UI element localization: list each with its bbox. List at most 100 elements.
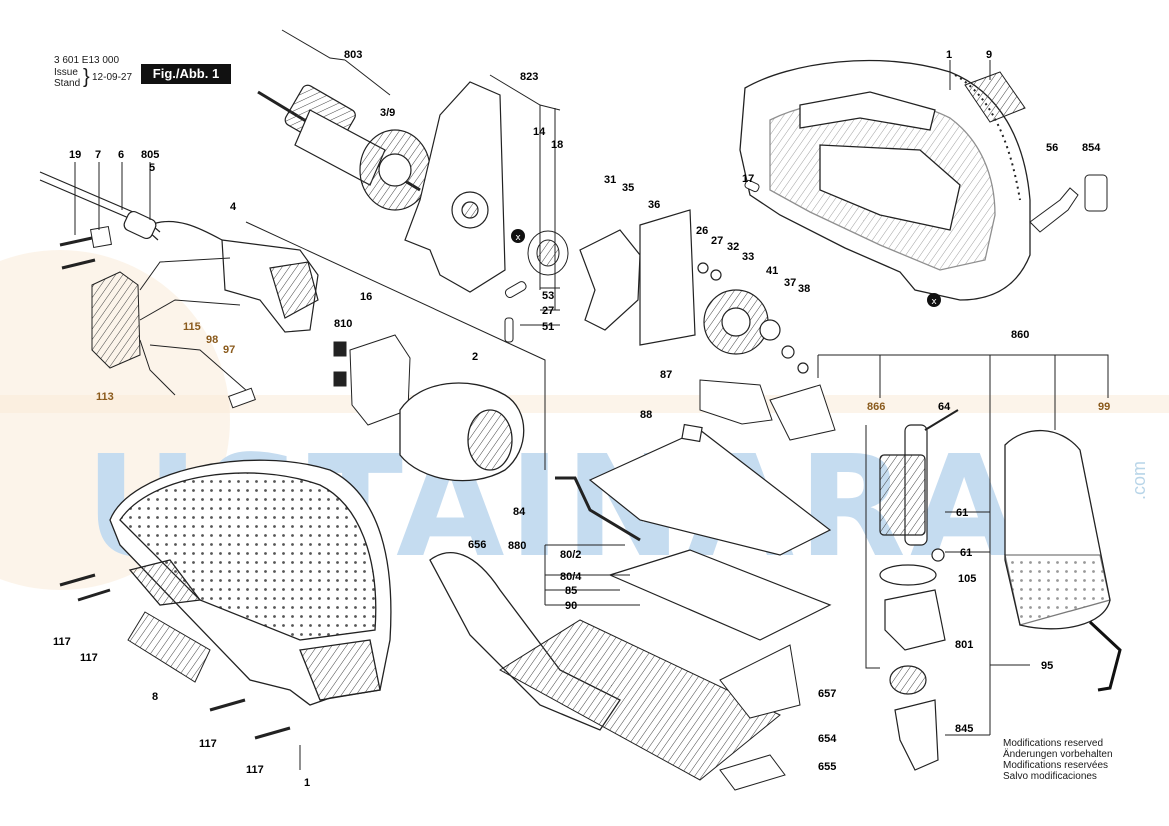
label-117-d: 117 xyxy=(246,764,264,776)
label-655: 655 xyxy=(818,761,836,773)
label-18: 18 xyxy=(551,139,563,151)
label-61-a: 61 xyxy=(956,507,968,519)
label-41: 41 xyxy=(766,265,778,277)
modifications-line-es: Salvo modificaciones xyxy=(1003,771,1097,782)
leader-lines xyxy=(74,29,1109,770)
wire-95 xyxy=(1088,620,1122,692)
label-36: 36 xyxy=(648,199,660,211)
modifications-note: Modifications reserved Änderungen vorbeh… xyxy=(1003,738,1113,782)
label-4: 4 xyxy=(230,201,237,213)
label-656: 656 xyxy=(468,539,486,551)
hex-key xyxy=(555,476,641,542)
label-657: 657 xyxy=(818,688,836,700)
svg-text:x: x xyxy=(515,233,521,243)
gear-group xyxy=(579,209,809,374)
electronics-board xyxy=(91,271,141,369)
label-26: 26 xyxy=(696,225,708,237)
label-53: 53 xyxy=(542,290,554,302)
issue-label: Issue xyxy=(54,67,78,78)
label-80-4: 80/4 xyxy=(560,571,582,583)
base-plate xyxy=(588,423,832,641)
label-3-9: 3/9 xyxy=(380,107,395,119)
label-64: 64 xyxy=(938,401,951,413)
switch-4 xyxy=(221,239,319,333)
sole-shoe xyxy=(499,619,781,781)
marker-x-1 xyxy=(511,229,525,243)
label-8 xyxy=(127,611,211,683)
label-654: 654 xyxy=(818,733,837,745)
housing-shell-left xyxy=(109,459,392,706)
label-2: 2 xyxy=(472,351,478,363)
label-1-bottom: 1 xyxy=(304,777,310,789)
issue-date: 12-09-27 xyxy=(92,72,133,83)
label-854: 854 xyxy=(1082,142,1101,154)
pin-17 xyxy=(744,179,760,193)
field-coil xyxy=(399,382,525,482)
svg-text:x: x xyxy=(931,297,937,307)
label-37: 37 xyxy=(784,277,796,289)
label-117-a: 117 xyxy=(53,636,71,648)
label-19: 19 xyxy=(69,149,81,161)
power-cable xyxy=(39,171,223,241)
armature xyxy=(257,84,431,211)
label-105: 105 xyxy=(958,573,976,585)
label-27-a: 27 xyxy=(542,305,554,317)
label-805: 805 xyxy=(141,149,159,161)
pin-53 xyxy=(504,281,527,298)
lever-87 xyxy=(699,379,773,425)
doc-number: 3 601 E13 000 xyxy=(54,55,120,66)
label-85: 85 xyxy=(565,585,577,597)
screws-117 xyxy=(59,573,291,740)
spring-bushing xyxy=(527,230,569,276)
brush-holder xyxy=(333,334,411,426)
label-9: 9 xyxy=(986,49,992,61)
label-115: 115 xyxy=(183,321,201,333)
label-87: 87 xyxy=(660,369,672,381)
label-56: 56 xyxy=(1046,142,1058,154)
label-810: 810 xyxy=(334,318,352,330)
cover-657 xyxy=(719,644,801,719)
label-35: 35 xyxy=(622,182,634,194)
lever-56 xyxy=(1029,174,1108,233)
label-803: 803 xyxy=(344,49,362,61)
modifications-line-de: Änderungen vorbehalten xyxy=(1003,749,1113,760)
bearing-plate xyxy=(404,81,506,293)
label-tag xyxy=(964,71,1026,123)
plunger-assembly xyxy=(879,409,959,771)
label-32: 32 xyxy=(727,241,739,253)
clamp-screws xyxy=(59,225,113,270)
housing-shell-right xyxy=(739,59,1031,301)
stand-label: Stand xyxy=(54,78,81,89)
label-61-b: 61 xyxy=(960,547,972,559)
label-860: 860 xyxy=(1011,329,1029,341)
modifications-line-fr: Modifications reservées xyxy=(1003,760,1109,771)
pin-51 xyxy=(504,317,514,343)
label-6: 6 xyxy=(118,149,124,161)
label-7: 7 xyxy=(95,149,101,161)
label-14: 14 xyxy=(533,126,546,138)
label-801: 801 xyxy=(955,639,973,651)
label-845: 845 xyxy=(955,723,973,735)
label-90: 90 xyxy=(565,600,577,612)
guide-part xyxy=(769,384,836,441)
part-numbers: 1 9 803 3/9 823 14 18 19 7 6 805 5 4 115… xyxy=(53,49,1110,789)
figure-label: Fig./Abb. 1 xyxy=(141,64,231,84)
label-97: 97 xyxy=(223,344,235,356)
label-38: 38 xyxy=(798,283,810,295)
label-16: 16 xyxy=(360,291,372,303)
label-8: 8 xyxy=(152,691,158,703)
label-866: 866 xyxy=(867,401,885,413)
label-80-2: 80/2 xyxy=(560,549,581,561)
marker-x-2 xyxy=(927,293,941,307)
label-84: 84 xyxy=(513,506,526,518)
label-1-top: 1 xyxy=(946,49,952,61)
label-117-b: 117 xyxy=(80,652,98,664)
watermark-suffix: .com xyxy=(1129,460,1150,501)
label-99: 99 xyxy=(1098,401,1110,413)
label-113: 113 xyxy=(96,391,114,403)
issue-brace: } xyxy=(83,66,90,88)
label-98: 98 xyxy=(206,334,218,346)
label-117-c: 117 xyxy=(199,738,217,750)
label-5: 5 xyxy=(149,162,155,174)
